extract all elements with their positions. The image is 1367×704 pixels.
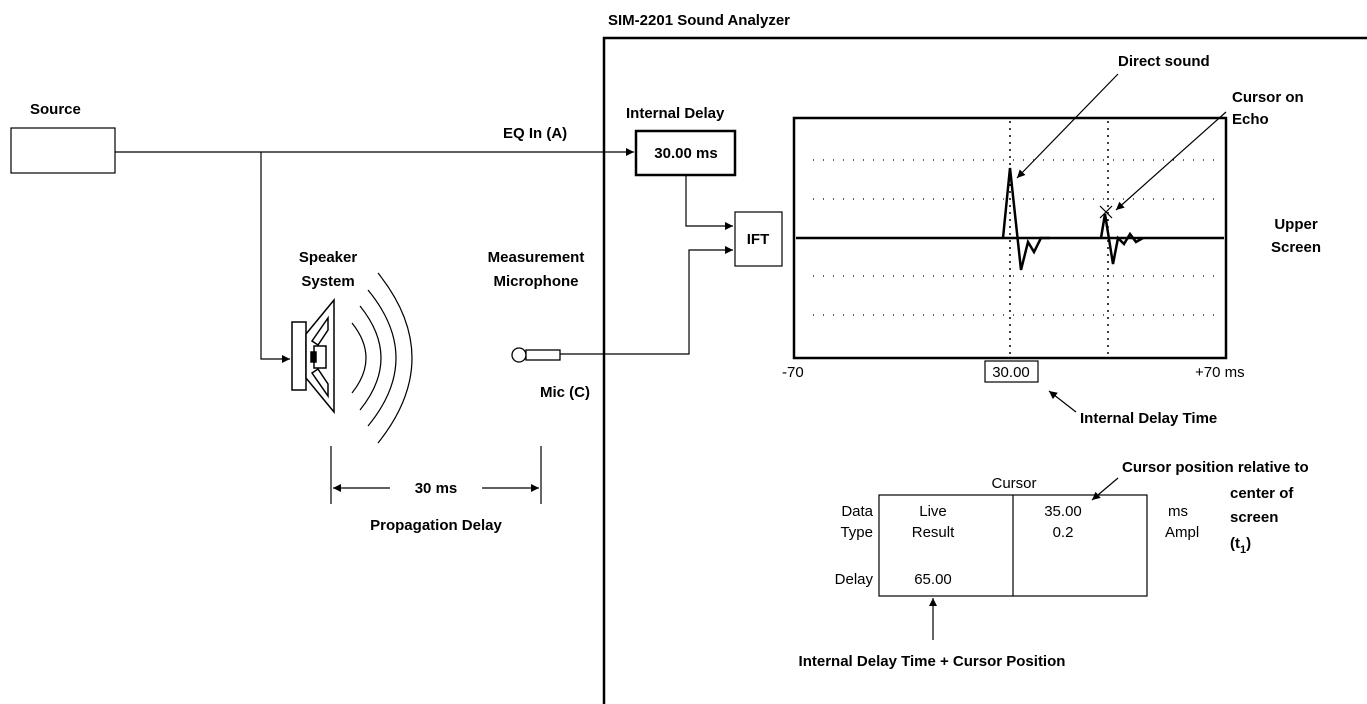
cursor-echo-arrow xyxy=(1115,111,1227,211)
upper-screen xyxy=(792,116,1228,360)
delay-sum-label: Internal Delay Time + Cursor Position xyxy=(799,653,1066,670)
cursor-amplitude-value: 0.2 xyxy=(1053,524,1074,541)
source-label: Source xyxy=(30,101,81,118)
propagation-value: 30 ms xyxy=(415,480,458,497)
speaker-icon xyxy=(291,297,335,415)
eq-in-label: EQ In (A) xyxy=(503,125,567,142)
internal-delay-time-label: Internal Delay Time xyxy=(1080,410,1217,427)
internal-delay-title: Internal Delay xyxy=(626,105,725,122)
ift-label: IFT xyxy=(747,231,770,248)
axis-center-label: 30.00 xyxy=(992,364,1030,381)
direct-sound-trace xyxy=(1001,167,1050,271)
cursor-position-note-line2: center of xyxy=(1230,485,1294,502)
speaker-feed-line xyxy=(260,152,290,363)
row-label-data: Data xyxy=(841,503,873,520)
cursor-position-note-line1: Cursor position relative to xyxy=(1122,459,1309,476)
t1-label: (t1) xyxy=(1230,535,1251,556)
axis-right-label: +70 ms xyxy=(1195,364,1245,381)
mic-label-line2: Microphone xyxy=(494,273,579,290)
direct-sound-label: Direct sound xyxy=(1118,53,1210,70)
delay-value: 65.00 xyxy=(914,571,952,588)
propagation-label: Propagation Delay xyxy=(370,517,502,534)
echo-trace xyxy=(1099,213,1144,265)
cursor-position-arrow xyxy=(1091,477,1119,501)
mic-label-line1: Measurement xyxy=(488,249,585,266)
internal-delay-value: 30.00 ms xyxy=(654,145,717,162)
ift-box xyxy=(734,211,783,267)
cursor-echo-label-line2: Echo xyxy=(1232,111,1269,128)
analyzer-title: SIM-2201 Sound Analyzer xyxy=(608,12,790,29)
cursor-echo-label-line1: Cursor on xyxy=(1232,89,1304,106)
analyzer-frame xyxy=(602,36,1367,704)
cursor-marker-icon xyxy=(1099,205,1113,219)
row-label-type: Type xyxy=(840,524,873,541)
row-label-delay: Delay xyxy=(835,571,874,588)
sound-waves-icon xyxy=(351,272,413,444)
internal-delay-box xyxy=(634,129,737,177)
source-box xyxy=(10,127,116,174)
unit-ampl: Ampl xyxy=(1165,524,1199,541)
direct-sound-arrow xyxy=(1016,73,1119,179)
cursor-position-value: 35.00 xyxy=(1044,503,1082,520)
cursor-table-header: Cursor xyxy=(991,475,1036,492)
screen-grid xyxy=(813,121,1222,356)
axis-center-box xyxy=(984,360,1039,383)
data-type-result: Result xyxy=(912,524,955,541)
cursor-position-note-line3: screen xyxy=(1230,509,1278,526)
upper-screen-label-line1: Upper xyxy=(1274,216,1318,233)
speaker-label-line2: System xyxy=(301,273,354,290)
data-type-live: Live xyxy=(919,503,947,520)
mic-input-label: Mic (C) xyxy=(540,384,590,401)
upper-screen-label-line2: Screen xyxy=(1271,239,1321,256)
microphone-icon xyxy=(511,347,561,363)
delay-to-ift-line xyxy=(685,175,733,230)
speaker-label-line1: Speaker xyxy=(299,249,358,266)
internal-delay-time-arrow xyxy=(1048,390,1077,413)
mic-to-ift-line xyxy=(560,246,733,355)
unit-ms: ms xyxy=(1168,503,1188,520)
axis-left-label: -70 xyxy=(782,364,804,381)
